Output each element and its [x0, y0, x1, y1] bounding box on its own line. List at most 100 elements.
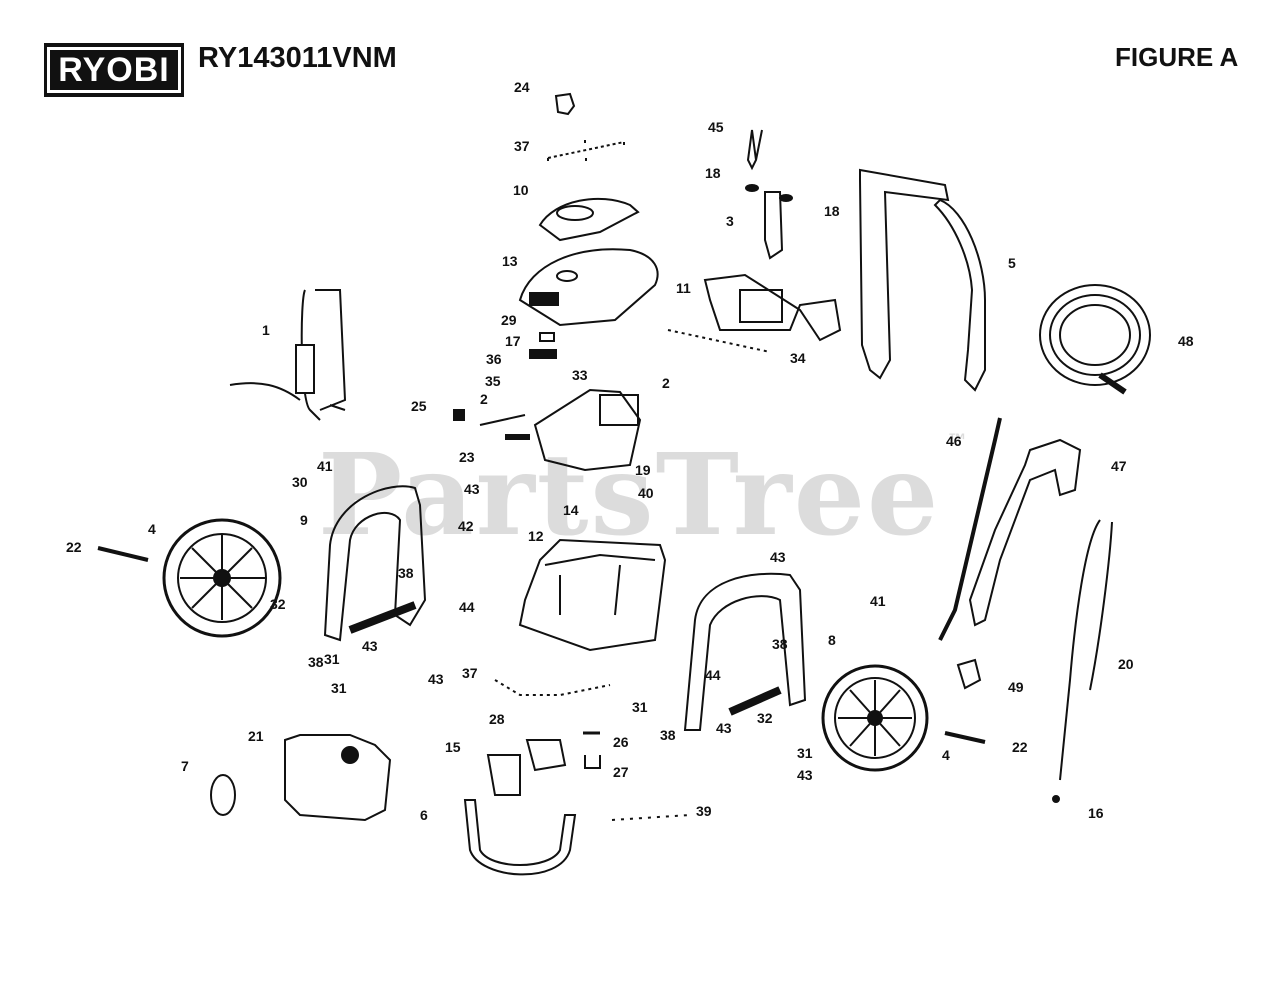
callout-43: 43	[464, 481, 480, 497]
part-clip	[584, 755, 601, 769]
part-cover	[538, 197, 640, 242]
part-cover-cap	[556, 205, 594, 221]
callout-32: 32	[270, 596, 286, 612]
callout-10: 10	[513, 182, 529, 198]
callout-44: 44	[705, 667, 721, 683]
callout-38: 38	[660, 727, 676, 743]
callout-18: 18	[824, 203, 840, 219]
part-frame-left	[323, 485, 427, 642]
part-detergent-tank	[284, 734, 392, 822]
callout-43: 43	[362, 638, 378, 654]
figure-label: FIGURE A	[1115, 42, 1239, 72]
callout-31: 31	[331, 680, 347, 696]
part-gasket	[525, 739, 567, 772]
part-screws-top	[547, 140, 625, 164]
part-adapter	[956, 658, 982, 690]
part-holder-window	[739, 289, 783, 323]
part-tank-cap	[210, 774, 236, 816]
callout-48: 48	[1178, 333, 1194, 349]
callout-30: 30	[292, 474, 308, 490]
part-screw-line	[667, 329, 771, 353]
callout-4: 4	[148, 521, 156, 537]
callout-46: 46	[946, 433, 962, 449]
part-knob	[554, 92, 576, 116]
callout-37: 37	[462, 665, 478, 681]
callout-21: 21	[248, 728, 264, 744]
callout-32: 32	[757, 710, 773, 726]
callout-33: 33	[572, 367, 588, 383]
part-shroud-vent	[529, 292, 559, 306]
part-gfci	[295, 344, 315, 394]
callout-15: 15	[445, 739, 461, 755]
part-lower-handle	[463, 799, 577, 876]
part-siphon-hose	[1059, 519, 1113, 781]
callout-41: 41	[870, 593, 886, 609]
part-power-cord	[229, 289, 347, 421]
callout-43: 43	[770, 549, 786, 565]
callout-22: 22	[1012, 739, 1028, 755]
callout-35: 35	[485, 373, 501, 389]
callout-2: 2	[480, 391, 488, 407]
callout-31: 31	[632, 699, 648, 715]
callout-44: 44	[459, 599, 475, 615]
callout-36: 36	[486, 351, 502, 367]
callout-31: 31	[797, 745, 813, 761]
ryobi-logo: RYOBI	[44, 43, 184, 97]
part-wheel-left	[162, 518, 282, 638]
callout-34: 34	[790, 350, 806, 366]
part-motor-block	[599, 394, 639, 426]
callout-8: 8	[828, 632, 836, 648]
callout-12: 12	[528, 528, 544, 544]
part-bracket-plate	[486, 754, 521, 796]
part-screw-line-lower	[494, 679, 611, 696]
callout-17: 17	[505, 333, 521, 349]
callout-43: 43	[428, 671, 444, 687]
callout-27: 27	[613, 764, 629, 780]
part-base-pan	[518, 538, 667, 652]
callout-43: 43	[797, 767, 813, 783]
part-screws-39	[611, 814, 691, 821]
callout-23: 23	[459, 449, 475, 465]
part-small-plate	[539, 332, 555, 342]
part-spray-gun	[968, 438, 1082, 627]
callout-22: 22	[66, 539, 82, 555]
part-frame-right	[683, 572, 807, 731]
callout-43: 43	[716, 720, 732, 736]
part-nozzle	[746, 129, 763, 171]
callout-28: 28	[489, 711, 505, 727]
callout-24: 24	[514, 79, 530, 95]
part-pump-motor	[533, 388, 642, 472]
callout-45: 45	[708, 119, 724, 135]
callout-25: 25	[411, 398, 427, 414]
model-number: RY143011VNM	[198, 42, 397, 74]
callout-41: 41	[317, 458, 333, 474]
callout-16: 16	[1088, 805, 1104, 821]
brand-text: RYOBI	[47, 47, 181, 93]
part-axle-right	[944, 731, 986, 744]
callout-37: 37	[514, 138, 530, 154]
callout-18: 18	[705, 165, 721, 181]
callout-1: 1	[262, 322, 270, 338]
callout-4: 4	[942, 747, 950, 763]
part-nozzle-holder	[764, 191, 784, 260]
callout-11: 11	[676, 280, 691, 296]
part-bracket	[529, 349, 557, 359]
part-hose-holder	[703, 273, 842, 342]
callout-31: 31	[324, 651, 340, 667]
part-fitting	[453, 409, 465, 421]
part-small-screw	[1052, 795, 1060, 803]
part-axle-left	[97, 546, 149, 562]
callout-6: 6	[420, 807, 428, 823]
part-hose-coil	[1039, 284, 1151, 386]
callout-13: 13	[502, 253, 518, 269]
callout-39: 39	[696, 803, 712, 819]
callout-42: 42	[458, 518, 474, 534]
callout-3: 3	[726, 213, 734, 229]
callout-38: 38	[308, 654, 324, 670]
callout-5: 5	[1008, 255, 1016, 271]
callout-14: 14	[563, 502, 579, 518]
callout-7: 7	[181, 758, 189, 774]
callout-38: 38	[398, 565, 414, 581]
